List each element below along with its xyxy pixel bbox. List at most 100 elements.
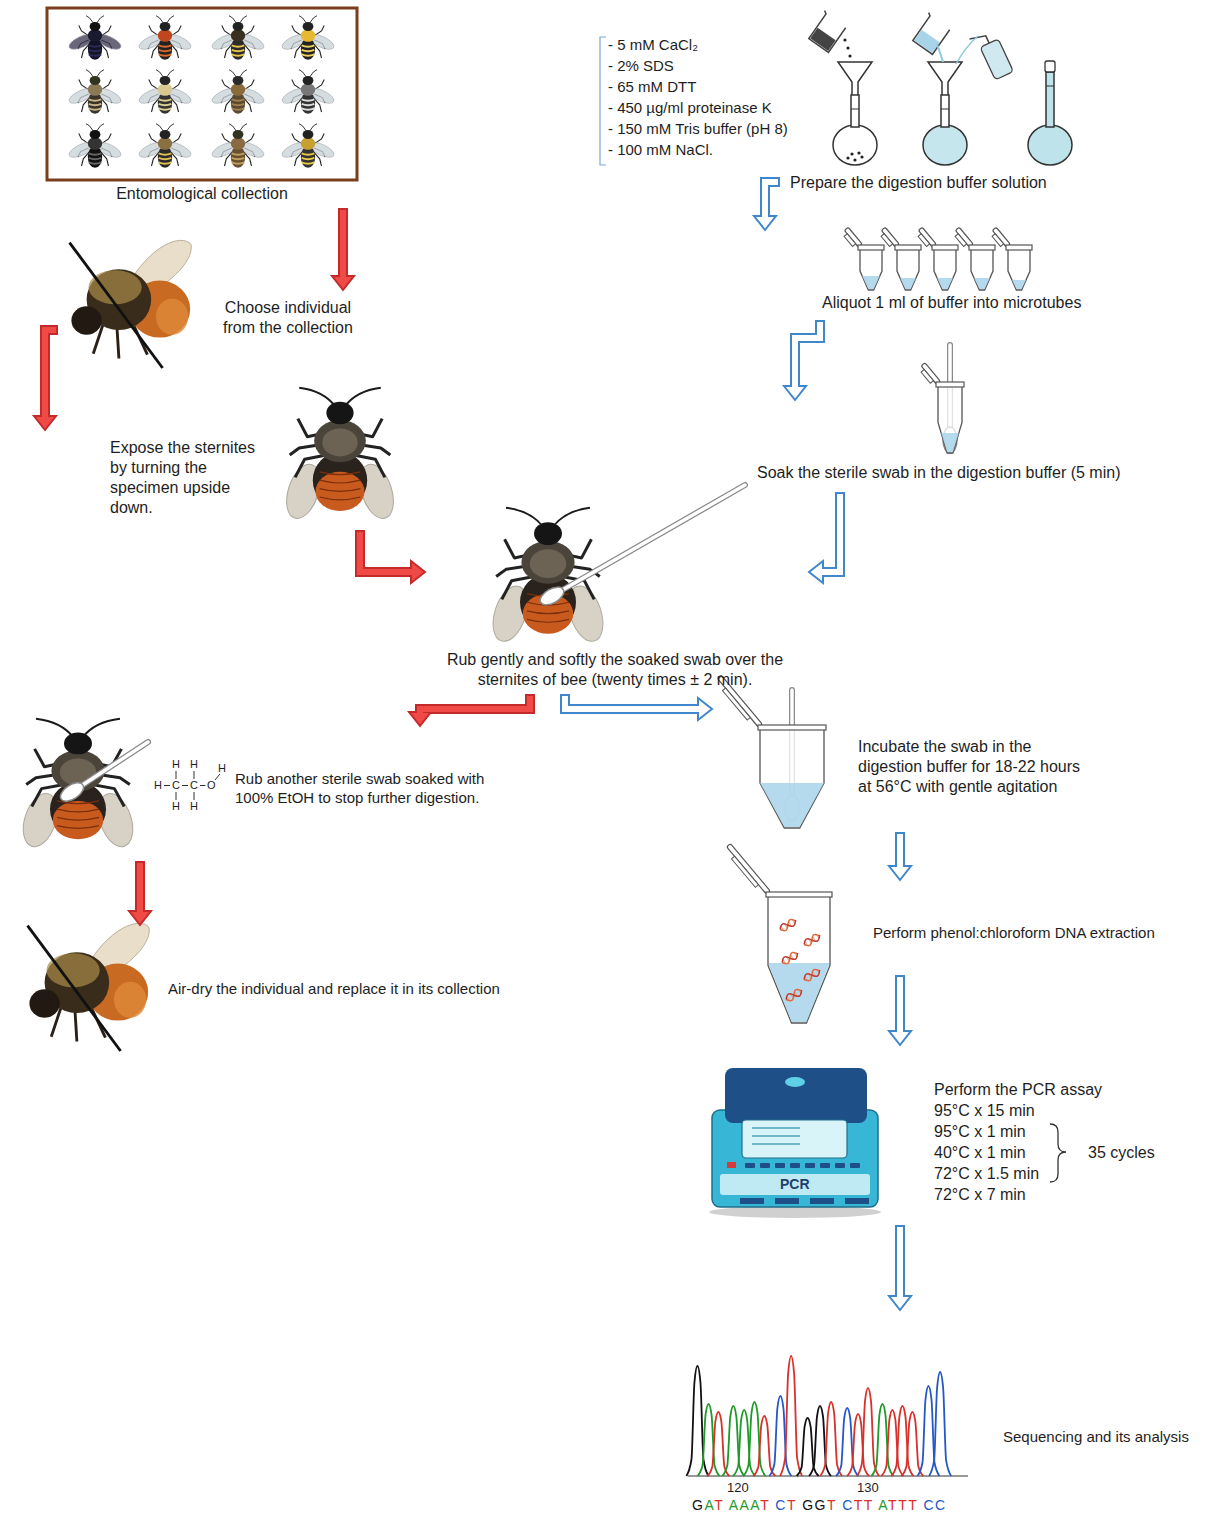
machine-vent <box>775 1198 799 1204</box>
reagent-item: - 150 mM Tris buffer (pH 8) <box>608 120 788 138</box>
formula-atom: C <box>172 779 180 792</box>
bee-stripe <box>232 99 245 100</box>
reagent-item: - 100 mM NaCl. <box>608 141 713 159</box>
flask-bulb <box>1028 125 1072 165</box>
dna-strand <box>780 950 799 965</box>
microtube <box>918 363 964 453</box>
collection-frame <box>47 8 357 180</box>
tube-lid-plug <box>844 234 856 247</box>
formula-atom: O <box>207 779 216 792</box>
chromatogram-baseline <box>688 1476 968 1477</box>
flow-arrow <box>889 832 911 880</box>
bee-antenna <box>299 124 306 131</box>
bee-head <box>160 76 171 85</box>
flow-arrow <box>889 1225 911 1310</box>
step-text: Rub another sterile swab soaked with 100… <box>235 770 515 808</box>
tube-rim <box>969 245 995 250</box>
bee-stripe <box>232 50 245 51</box>
tube-liquid <box>760 783 824 827</box>
chemical-bond <box>194 792 195 800</box>
position-number: 130 <box>857 1480 879 1496</box>
cycle-count: 35 cycles <box>1088 1143 1155 1162</box>
bee-stripe <box>302 162 315 163</box>
step-node: Perform phenol:chloroform DNA extraction <box>712 880 1192 975</box>
powder-grain <box>846 46 849 49</box>
bee-antenna <box>97 70 104 77</box>
chemical-bond <box>200 785 206 786</box>
bee-stripe <box>89 162 102 163</box>
bee-stripe <box>232 45 245 46</box>
bee-head <box>29 989 59 1018</box>
base-call <box>874 1497 879 1513</box>
flask-bulb <box>833 125 877 165</box>
step-text: Aliquot 1 ml of buffer into microtubes <box>822 293 1081 313</box>
machine-button <box>790 1163 800 1168</box>
bee-antenna <box>229 70 236 77</box>
insect-pin <box>28 926 121 1051</box>
tube-body <box>860 248 882 290</box>
base-call: T <box>864 1497 874 1513</box>
arrow-shaft-fill <box>795 322 820 390</box>
device-label: PCR <box>780 1176 810 1193</box>
microtube <box>724 844 832 1023</box>
bee-specimen <box>280 70 336 114</box>
bee-stripe <box>302 108 315 109</box>
bee-stripe <box>232 108 245 109</box>
bee-thorax <box>158 83 172 96</box>
machine-button <box>850 1163 860 1168</box>
tube-lid-plate <box>727 844 771 895</box>
powder-grain <box>853 158 856 161</box>
tube-body <box>938 385 962 453</box>
step-text: Perform phenol:chloroform DNA extraction <box>873 924 1155 943</box>
bee-thorax-hair <box>89 270 142 304</box>
tube-lid-plug <box>732 856 759 887</box>
cotton-swab <box>537 485 745 609</box>
step-node: Soak the sterile swab in the digestion b… <box>750 400 1170 492</box>
bee-stripe <box>159 108 172 109</box>
beaker-glass <box>910 13 950 55</box>
step-node: Expose the sternites by turning the spec… <box>40 430 412 530</box>
wash-bottle-body <box>980 39 1013 80</box>
base-call: T <box>760 1497 770 1513</box>
step-node: Rub another sterile swab soaked with 100… <box>8 726 519 861</box>
bee-antenna <box>240 16 247 23</box>
bee-thorax <box>88 83 102 96</box>
chemical-bond <box>164 785 170 786</box>
bee-antenna <box>86 16 93 23</box>
flow-arrow <box>129 861 151 925</box>
base-call: T <box>854 1497 864 1513</box>
tube-rim <box>932 245 958 250</box>
step-text: Sequencing and its analysis <box>1003 1428 1189 1447</box>
bee-antenna <box>36 719 74 738</box>
step-text: Incubate the swab in the digestion buffe… <box>858 737 1088 797</box>
swab-tip <box>57 779 86 805</box>
bee-specimen <box>67 70 123 114</box>
bee-thorax <box>158 137 172 150</box>
machine-front-band <box>720 1174 870 1195</box>
bee-thorax <box>231 83 245 96</box>
bee-sternite <box>57 826 99 829</box>
bee-antenna <box>82 719 120 738</box>
tube-rim <box>766 892 832 897</box>
bee-stripe <box>89 99 102 100</box>
base-call <box>837 1497 842 1513</box>
bee-leg <box>75 1011 77 1041</box>
screen-line <box>752 1127 800 1129</box>
bee-stripe <box>159 158 172 159</box>
bee-specimen <box>280 16 336 60</box>
swab-stick-core <box>552 485 745 596</box>
arrow-shaft-fill <box>45 330 56 420</box>
powder-grain <box>843 38 846 41</box>
tube-body <box>760 728 824 828</box>
step-node: Rub gently and softly the soaked swab ov… <box>425 500 809 694</box>
flask-bulb <box>923 125 967 165</box>
tube-liquid <box>937 278 953 289</box>
microtube <box>878 227 921 290</box>
bee-head <box>64 732 92 754</box>
base-call: C <box>775 1497 787 1513</box>
bee-head <box>303 76 314 85</box>
bee-stripe <box>159 153 172 154</box>
collection-box: Entomological collection <box>45 6 363 208</box>
bee-head <box>90 22 101 31</box>
bee-sternite <box>527 619 569 622</box>
